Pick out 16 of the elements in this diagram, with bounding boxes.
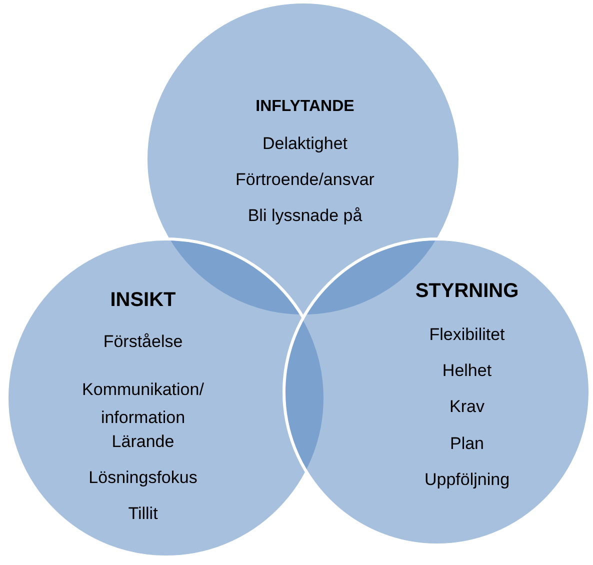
list-item: Förtroende/ansvar (234, 169, 376, 191)
list-item: Helhet (441, 360, 493, 382)
list-item: Lärande (110, 431, 176, 453)
list-item: Bli lyssnade på (246, 205, 364, 227)
list-item: Tillit (127, 503, 159, 525)
list-item: Flexibilitet (428, 324, 506, 346)
list-item: Kommunikation/ information (81, 379, 205, 429)
list-item: Uppföljning (423, 469, 511, 491)
list-item: Delaktighet (261, 133, 349, 155)
list-item: Lösningsfokus (88, 467, 198, 489)
heading: INSIKT (109, 288, 177, 313)
heading: INFLYTANDE (254, 97, 356, 117)
list-item: Förståelse (102, 331, 184, 353)
list-item: Plan (448, 433, 486, 455)
list-item: Krav (448, 396, 486, 418)
heading: STYRNING (414, 279, 520, 304)
